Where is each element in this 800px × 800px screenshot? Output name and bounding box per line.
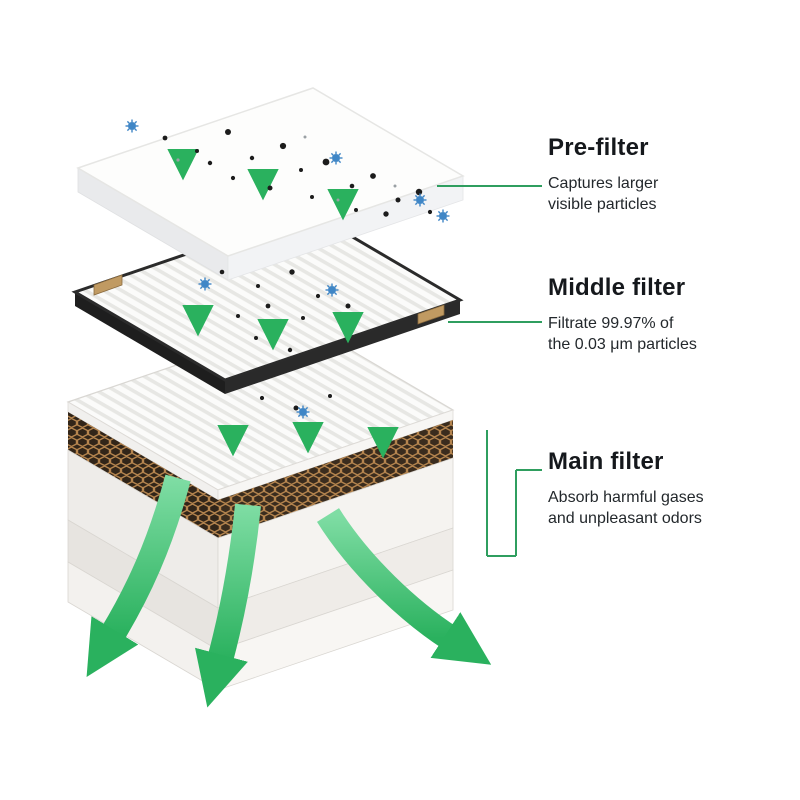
airflow-arrows-top: [167, 90, 359, 221]
connector-main-filter: [486, 430, 542, 557]
virus-icon: [197, 276, 213, 292]
dust-particles: [162, 129, 433, 411]
dust-particles-light: [176, 135, 397, 202]
virus-icon: [412, 192, 428, 208]
middle-filter-tab-right: [417, 304, 445, 325]
airflow-exit-arrows: [86, 474, 492, 708]
exit-arrow-right-icon: [316, 508, 492, 665]
annotation-middle-filter-title: Middle filter: [548, 274, 686, 301]
virus-icon: [124, 118, 140, 134]
annotation-pre-filter-title: Pre-filter: [548, 134, 649, 161]
connector-lines: [437, 185, 542, 557]
virus-icon: [435, 208, 451, 224]
virus-icon: [328, 150, 344, 166]
exit-arrow-left-icon: [86, 474, 191, 678]
virus-icon: [324, 282, 340, 298]
annotation-middle-filter: Middle filter Filtrate 99.97% of the 0.0…: [548, 274, 788, 355]
annotation-main-filter-title: Main filter: [548, 448, 664, 475]
middle-filter-frame-right: [225, 300, 460, 394]
annotation-main-filter-description: Absorb harmful gases and unpleasant odor…: [548, 489, 704, 528]
middle-filter-frame-left: [75, 292, 225, 394]
annotation-pre-filter: Pre-filter Captures larger visible parti…: [548, 134, 788, 215]
annotation-middle-filter-description: Filtrate 99.97% of the 0.03 μm particles: [548, 315, 697, 354]
annotation-pre-filter-description: Captures larger visible particles: [548, 175, 659, 214]
virus-icon: [295, 404, 311, 420]
annotation-main-filter: Main filter Absorb harmful gases and unp…: [548, 448, 788, 529]
middle-filter-tab-left: [93, 274, 123, 296]
exit-arrow-middle-icon: [195, 503, 261, 708]
